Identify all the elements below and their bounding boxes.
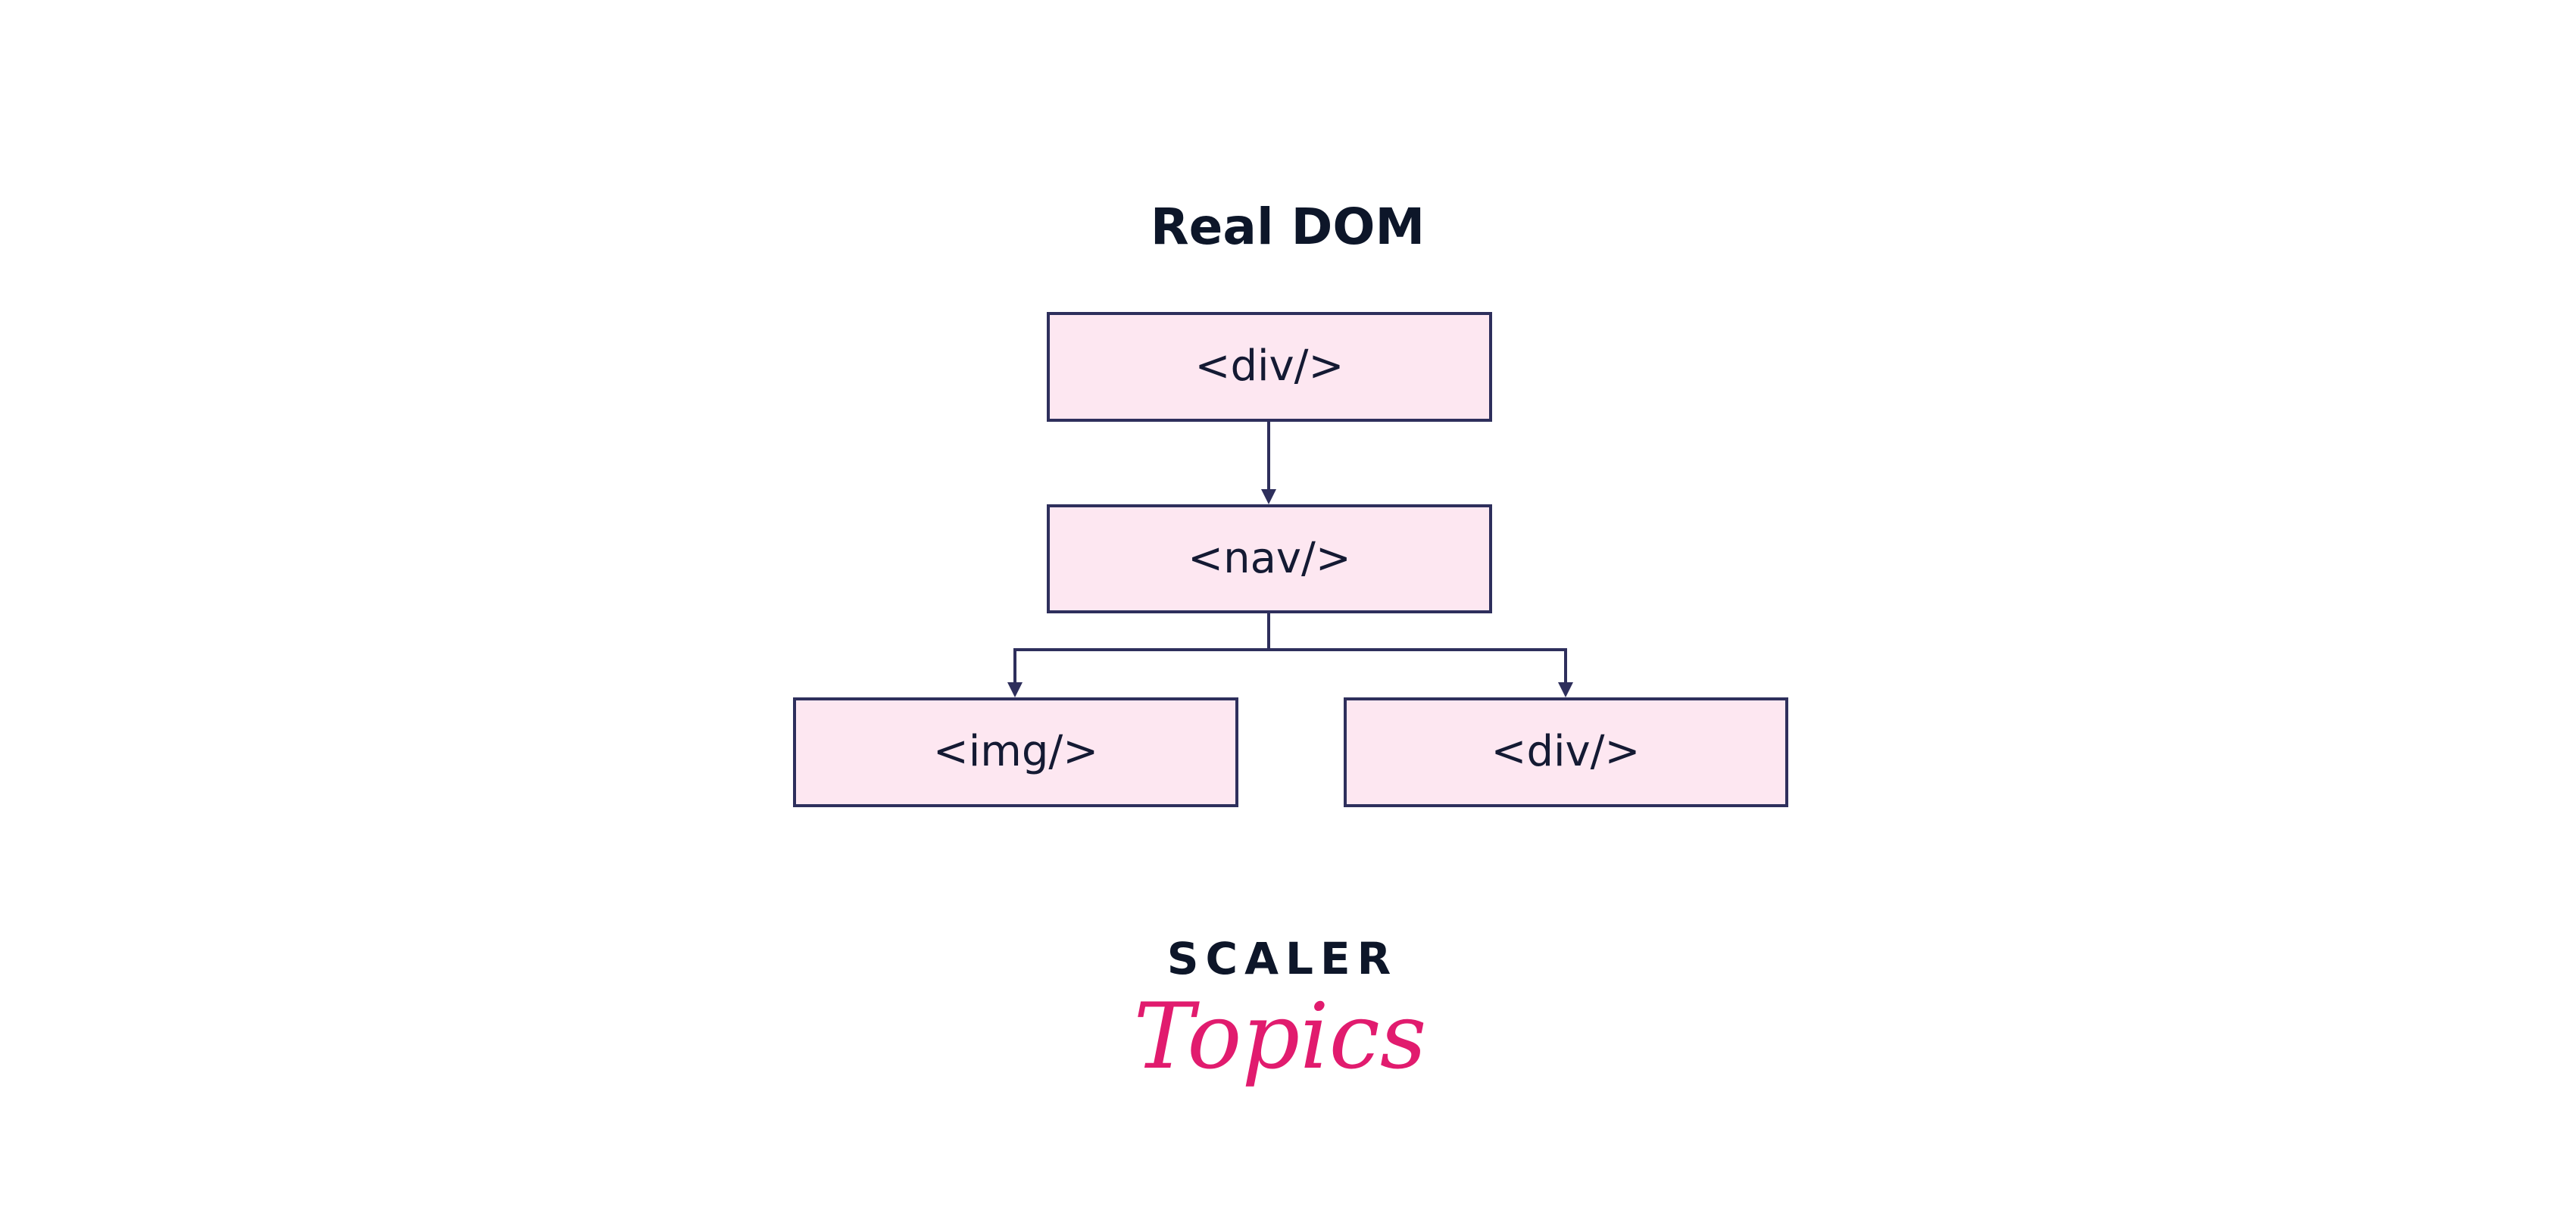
node-root-div: <div/> [1047,312,1492,422]
edge-root-to-nav [1261,420,1276,504]
logo-topics-text: Topics [1134,984,1427,1090]
scaler-topics-logo: SCALER Topics [1134,933,1427,1090]
diagram-title: Real DOM [1151,198,1425,256]
node-label: <div/> [1195,342,1344,391]
node-label: <div/> [1491,727,1641,776]
node-label: <img/> [933,727,1098,776]
node-img: <img/> [793,697,1238,807]
node-label: <nav/> [1188,534,1351,583]
node-child-div: <div/> [1344,697,1788,807]
edge-nav-to-children [1007,612,1573,697]
node-nav: <nav/> [1047,504,1492,613]
logo-scaler-text: SCALER [1167,933,1397,984]
